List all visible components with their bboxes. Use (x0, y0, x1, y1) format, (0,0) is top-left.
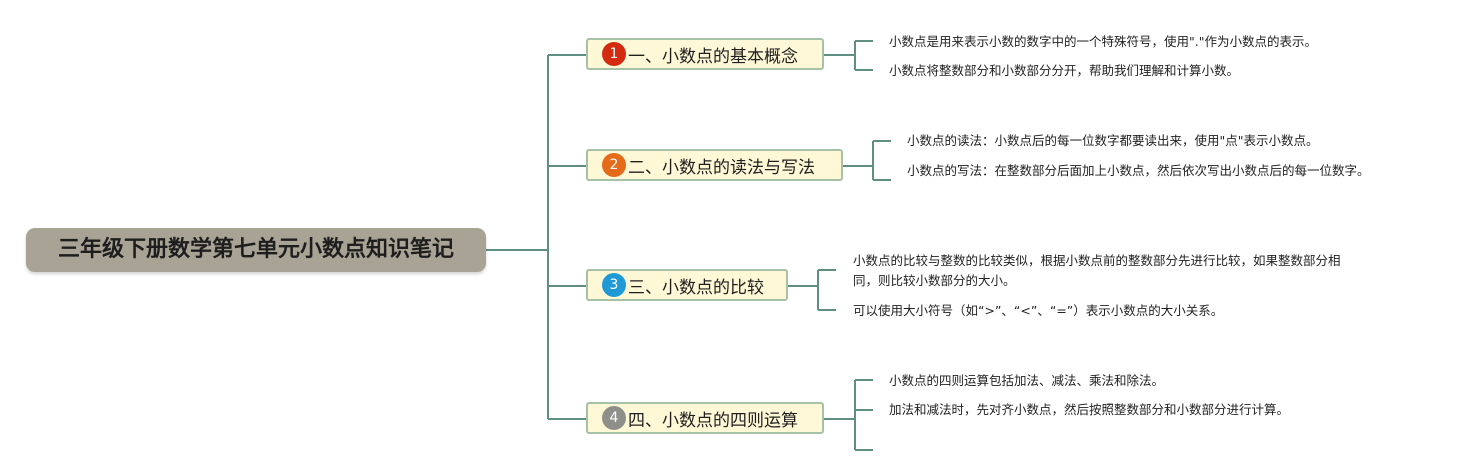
branch-4-title: 四、小数点的四则运算 (628, 410, 798, 431)
branch-1-leaf-1[interactable]: 小数点是用来表示小数的数字中的一个特殊符号，使用"."作为小数点的表示。 (889, 34, 1317, 49)
number-4-badge-icon: 4 (602, 406, 626, 430)
number-1-badge-icon: 1 (602, 42, 626, 66)
branch-3-leaf-2[interactable]: 可以使用大小符号（如“>”、“<”、“=”）表示小数点的大小关系。 (853, 303, 1224, 318)
branch-4-leaf-1[interactable]: 小数点的四则运算包括加法、减法、乘法和除法。 (889, 373, 1165, 388)
branch-2-leaf-1[interactable]: 小数点的读法：小数点后的每一位数字都要读出来，使用"点"表示小数点。 (907, 133, 1319, 148)
branch-1-leaf-2[interactable]: 小数点将整数部分和小数部分分开，帮助我们理解和计算小数。 (889, 63, 1240, 78)
branch-3-leaf-lines (787, 269, 836, 311)
branch-1[interactable]: 1 一、小数点的基本概念 (586, 38, 824, 70)
branch-1-title: 一、小数点的基本概念 (628, 46, 798, 67)
number-2-badge-icon: 2 (602, 153, 626, 177)
branch-2-leaf-2[interactable]: 小数点的写法：在整数部分后面加上小数点，然后依次写出小数点后的每一位数字。 (907, 163, 1370, 178)
branch-3-leaf-1[interactable]: 小数点的比较与整数的比较类似，根据小数点前的整数部分先进行比较，如果整数部分相同… (853, 253, 1341, 288)
branch-4-leaf-lines (823, 379, 873, 451)
branch-4[interactable]: 4 四、小数点的四则运算 (586, 402, 824, 434)
branch-3[interactable]: 3 三、小数点的比较 (586, 269, 788, 301)
branch-2-leaf-lines (842, 140, 891, 181)
branch-4-leaf-2[interactable]: 加法和减法时，先对齐小数点，然后按照整数部分和小数部分进行计算。 (889, 402, 1290, 417)
branch-2[interactable]: 2 二、小数点的读法与写法 (586, 149, 843, 181)
number-3-badge-icon: 3 (602, 273, 626, 297)
branch-2-title: 二、小数点的读法与写法 (628, 157, 815, 178)
root-topic[interactable]: 三年级下册数学第七单元小数点知识笔记 (26, 228, 486, 272)
branch-1-leaf-lines (823, 40, 873, 71)
branch-3-title: 三、小数点的比较 (628, 277, 764, 298)
